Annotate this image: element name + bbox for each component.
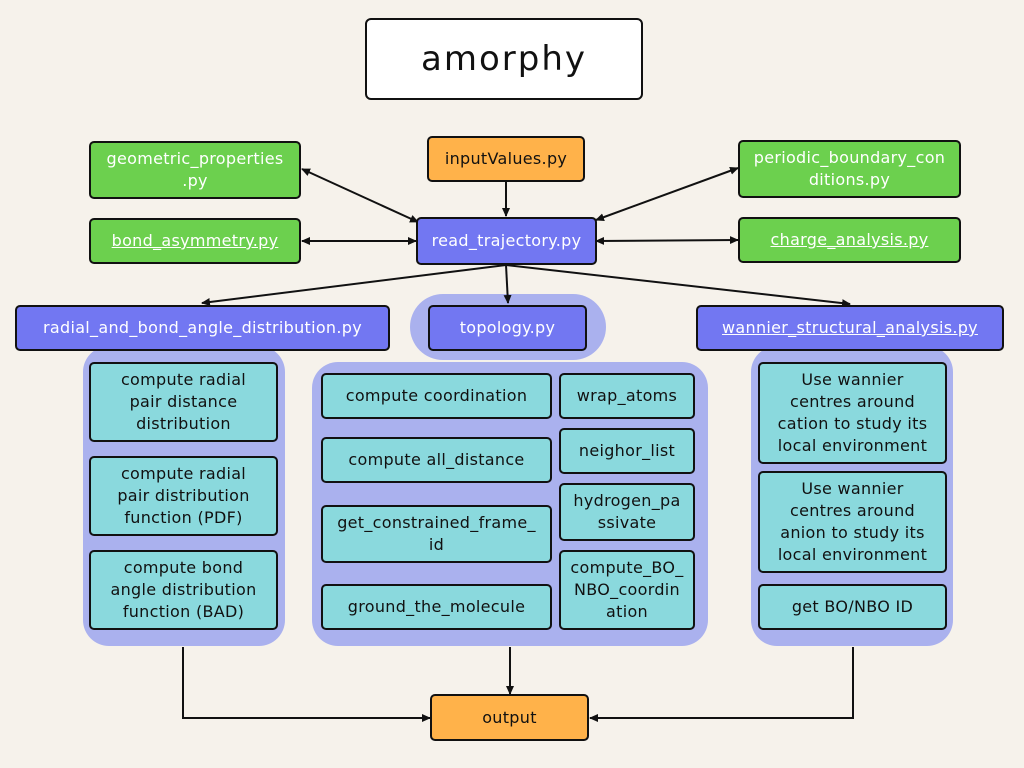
function-compute-coordination[interactable]: compute coordination [321,373,552,419]
function-get-bo-nbo-id[interactable]: get BO/NBO ID [758,584,947,630]
input-values-module[interactable]: inputValues.py [427,136,585,182]
function-radial-pdf[interactable]: compute radial pair distribution functio… [89,456,278,536]
function-wannier-anion[interactable]: Use wannier centres around anion to stud… [758,471,947,573]
geometric-properties-module[interactable]: geometric_properties .py [89,141,301,199]
arrow-read-geometric [301,168,419,223]
function-neighbor-list[interactable]: neighor_list [559,428,695,474]
function-hydrogen-passivate[interactable]: hydrogen_pa ssivate [559,483,695,541]
periodic-boundary-module[interactable]: periodic_boundary_con ditions.py [738,140,961,198]
function-get-constrained-frame-id[interactable]: get_constrained_frame_ id [321,505,552,563]
arrow-read-topology [503,264,512,304]
output-node[interactable]: output [430,694,589,741]
read-trajectory-module[interactable]: read_trajectory.py [416,217,597,265]
arrow-read-periodic [595,166,739,222]
function-radial-pair-distance[interactable]: compute radial pair distance distributio… [89,362,278,442]
arrow-wannier-output [589,647,854,722]
charge-analysis-module[interactable]: charge_analysis.py [738,217,961,263]
bond-asymmetry-module[interactable]: bond_asymmetry.py [89,218,301,264]
arrow-read-charge [595,236,739,245]
topology-module[interactable]: topology.py [428,305,587,351]
function-ground-the-molecule[interactable]: ground_the_molecule [321,584,552,630]
arrow-read-wannier [505,264,851,308]
function-compute-bo-nbo-coordination[interactable]: compute_BO_ NBO_coordin ation [559,550,695,630]
function-wrap-atoms[interactable]: wrap_atoms [559,373,695,419]
function-compute-all-distance[interactable]: compute all_distance [321,437,552,483]
arrow-read-radial [201,264,507,306]
radial-bond-angle-module[interactable]: radial_and_bond_angle_distribution.py [15,305,390,351]
function-wannier-cation[interactable]: Use wannier centres around cation to stu… [758,362,947,464]
wannier-analysis-module[interactable]: wannier_structural_analysis.py [696,305,1004,351]
page-title: amorphy [365,18,643,100]
function-bond-angle-bad[interactable]: compute bond angle distribution function… [89,550,278,630]
arrow-radial-output [182,647,431,722]
